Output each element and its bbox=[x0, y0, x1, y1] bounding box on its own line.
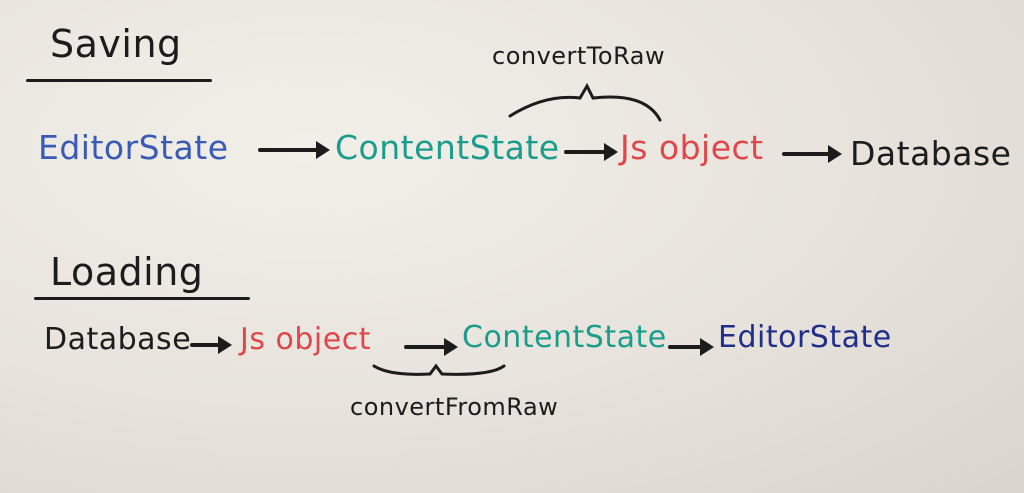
saving-arrow-1 bbox=[258, 141, 330, 159]
convert-to-raw-label: convertToRaw bbox=[492, 42, 666, 70]
loading-heading: Loading bbox=[50, 250, 204, 294]
loading-node-editorstate: EditorState bbox=[718, 320, 892, 355]
loading-arrow-2 bbox=[404, 338, 458, 356]
saving-arrow-2 bbox=[564, 143, 618, 161]
loading-arrow-1 bbox=[190, 336, 232, 354]
saving-node-js-object: Js object bbox=[620, 128, 764, 167]
saving-node-editorstate: EditorState bbox=[38, 128, 229, 167]
convert-from-raw-brace bbox=[372, 363, 506, 376]
saving-arrow-3 bbox=[782, 145, 842, 163]
saving-heading-underline bbox=[26, 79, 212, 82]
loading-node-database: Database bbox=[44, 322, 192, 357]
loading-node-contentstate: ContentState bbox=[462, 320, 667, 355]
convert-to-raw-brace bbox=[508, 82, 662, 122]
convert-from-raw-label: convertFromRaw bbox=[350, 393, 559, 421]
saving-node-database: Database bbox=[850, 134, 1012, 173]
saving-heading: Saving bbox=[50, 22, 182, 66]
loading-node-js-object: Js object bbox=[240, 322, 371, 357]
loading-arrow-3 bbox=[668, 338, 714, 356]
loading-heading-underline bbox=[34, 297, 250, 300]
saving-node-contentstate: ContentState bbox=[335, 128, 560, 167]
